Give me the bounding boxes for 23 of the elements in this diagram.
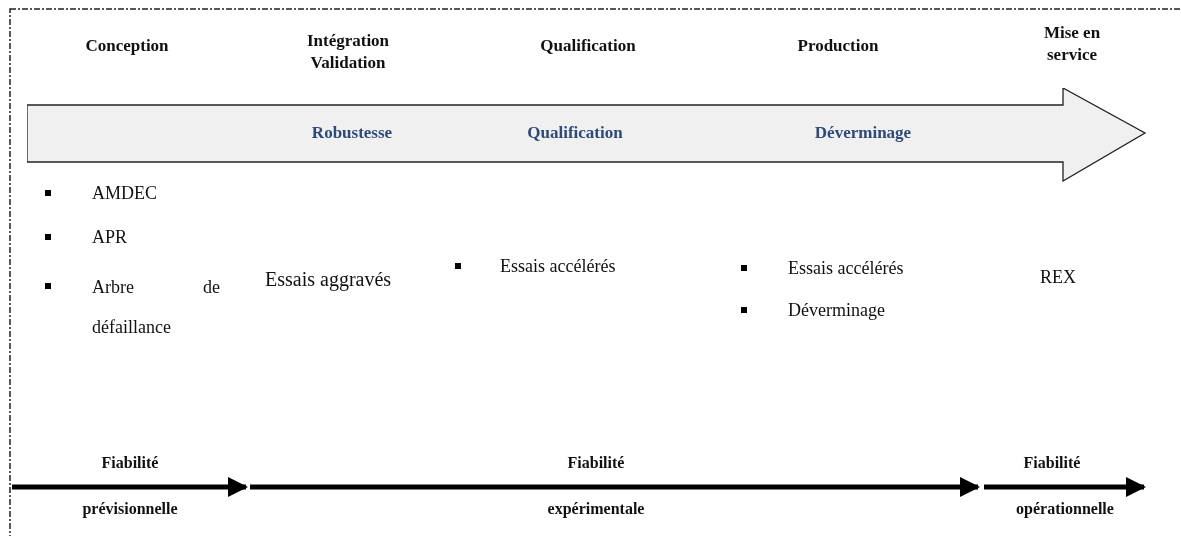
block-arrow	[27, 88, 1147, 182]
method-text: Essais aggravés	[265, 268, 392, 290]
list-item: APR	[92, 226, 127, 248]
stage-label: Déverminage	[814, 122, 912, 144]
stage-label: Qualification	[527, 122, 623, 144]
reliability-label: prévisionnelle	[82, 499, 178, 520]
list-item: Essais accélérés	[500, 255, 616, 277]
reliability-label: Fiabilité	[101, 453, 159, 473]
list-item: AMDEC	[92, 182, 157, 204]
reliability-label: opérationnelle	[1016, 499, 1114, 520]
reliability-label: expérimentale	[547, 499, 645, 520]
method-text: REX	[1040, 266, 1076, 288]
phase-heading: Qualification	[540, 35, 636, 57]
reliability-label: Fiabilité	[567, 453, 625, 473]
list-item: Arbre de défaillance	[92, 276, 220, 339]
phase-heading: Production	[797, 35, 879, 57]
reliability-label: Fiabilité	[1023, 453, 1081, 473]
phase-heading: Mise en service	[1042, 22, 1102, 66]
phase-heading: Intégration Validation	[305, 30, 391, 74]
stage-label: Robustesse	[311, 122, 393, 144]
phase-heading: Conception	[85, 35, 169, 57]
list-item: Essais accélérés	[788, 257, 904, 279]
list-item: Déverminage	[788, 299, 885, 321]
